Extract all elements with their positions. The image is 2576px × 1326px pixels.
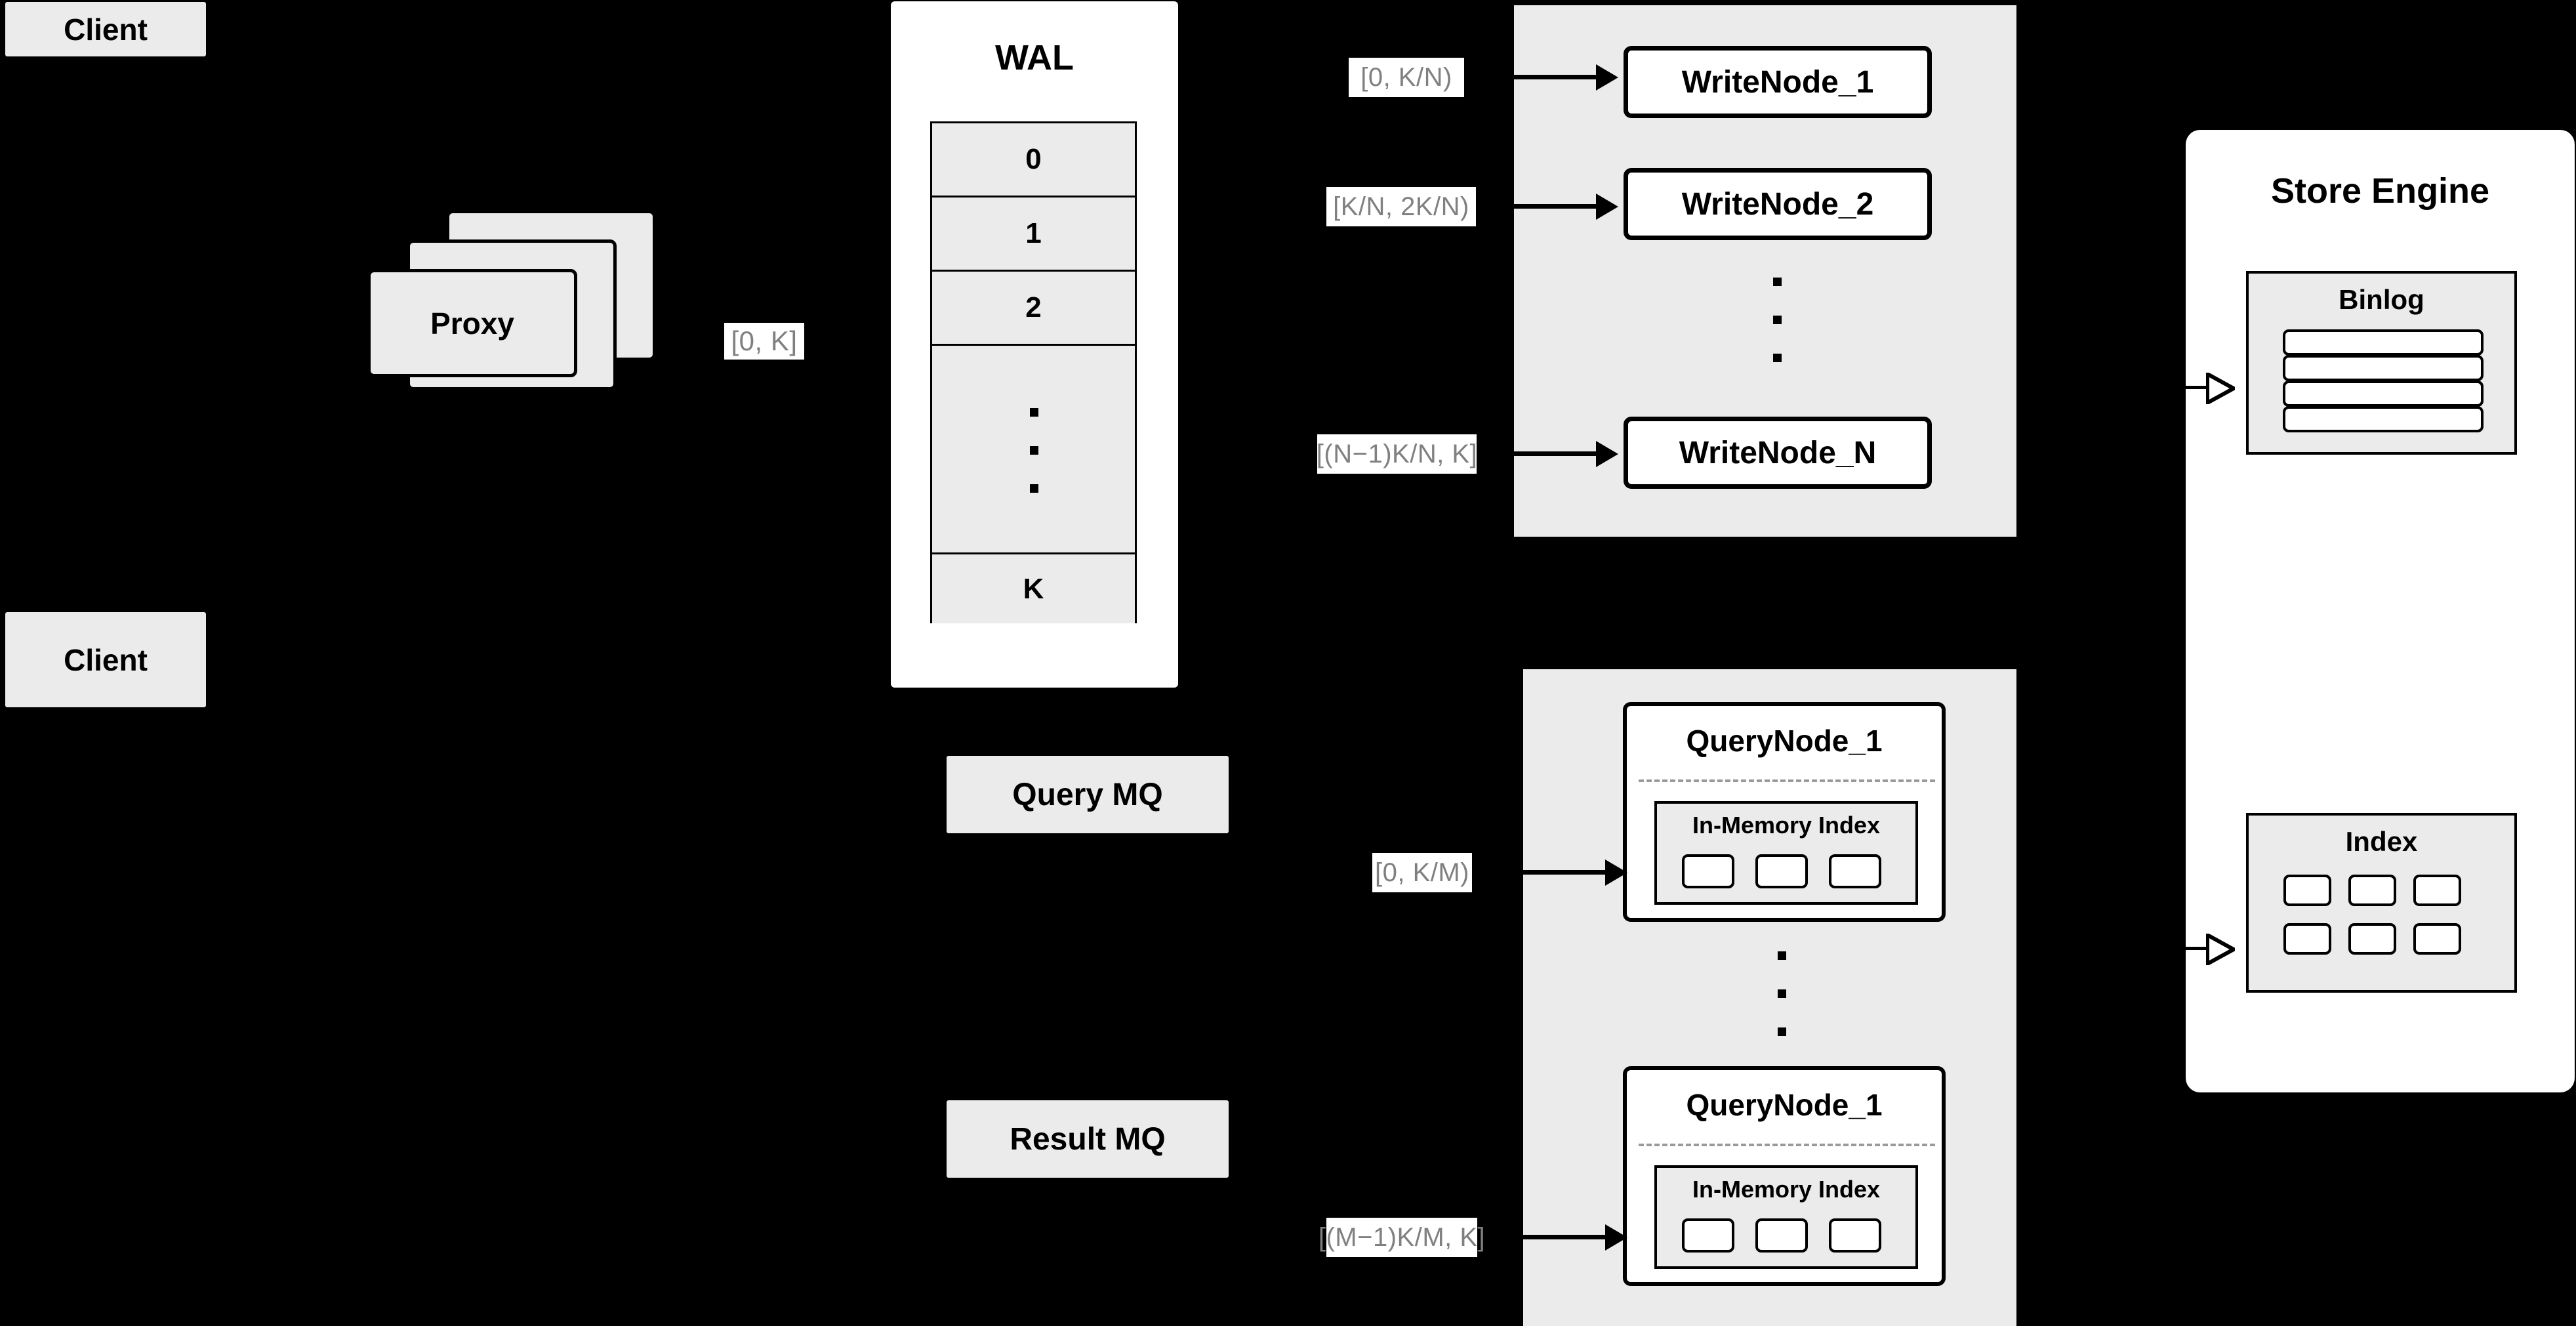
query-node-1-index-title: In-Memory Index bbox=[1692, 812, 1881, 839]
query-mq-label: Query MQ bbox=[1012, 777, 1163, 812]
query-node-2-index-cell-2 bbox=[1755, 1218, 1808, 1253]
binlog-container: Binlog bbox=[2246, 271, 2517, 455]
edge-label-write-1: [0, K/N) bbox=[1349, 58, 1464, 97]
binlog-row-4 bbox=[2283, 406, 2484, 432]
wal-ellipsis-dot-3 bbox=[1029, 484, 1038, 493]
wal-table: 0 1 2 K bbox=[930, 121, 1137, 623]
edge-label-query-2-text: [(M−1)K/M, K] bbox=[1318, 1222, 1486, 1252]
query-node-2-index-cell-1 bbox=[1682, 1218, 1734, 1253]
query-ellipsis-dot-3 bbox=[1778, 1027, 1786, 1036]
proxy-front-card[interactable]: Proxy bbox=[367, 269, 577, 377]
write-ellipsis-dot-2 bbox=[1773, 316, 1782, 324]
wal-ellipsis-dot-2 bbox=[1029, 446, 1038, 455]
proxy-label: Proxy bbox=[430, 306, 514, 341]
binlog-title: Binlog bbox=[2339, 284, 2424, 315]
index-cell-3 bbox=[2413, 875, 2461, 906]
write-group-ellipsis bbox=[1773, 278, 1786, 383]
arrow-head-query-1 bbox=[1605, 860, 1627, 886]
query-node-2-separator bbox=[1639, 1144, 1935, 1146]
write-node-n[interactable]: WriteNode_N bbox=[1624, 417, 1932, 489]
query-node-1-title: QueryNode_1 bbox=[1686, 724, 1883, 758]
edge-label-query-1-text: [0, K/M) bbox=[1374, 858, 1470, 887]
query-node-1[interactable]: QueryNode_1 In-Memory Index bbox=[1623, 702, 1946, 922]
result-mq-box[interactable]: Result MQ bbox=[947, 1100, 1229, 1178]
edge-label-query-1: [0, K/M) bbox=[1372, 853, 1472, 892]
index-cell-6 bbox=[2413, 923, 2461, 955]
arrow-head-query-2 bbox=[1605, 1224, 1627, 1251]
client-box-1[interactable]: Client bbox=[5, 2, 206, 56]
query-node-1-in-memory-index: In-Memory Index bbox=[1654, 801, 1918, 905]
arrow-head-write-1 bbox=[1596, 64, 1618, 91]
query-node-2-in-memory-index: In-Memory Index bbox=[1654, 1165, 1918, 1269]
edge-label-write-2: [K/N, 2K/N) bbox=[1326, 187, 1476, 226]
client-label-1: Client bbox=[64, 12, 148, 47]
query-node-2-index-cell-3 bbox=[1829, 1218, 1881, 1253]
edge-label-write-n: [(N−1)K/N, K] bbox=[1317, 434, 1477, 474]
query-node-2-title: QueryNode_1 bbox=[1686, 1088, 1883, 1122]
arrow-line-index bbox=[2181, 947, 2209, 950]
wal-title: WAL bbox=[995, 38, 1074, 77]
arrow-head-index-icon bbox=[2206, 934, 2235, 965]
query-node-1-index-cell-3 bbox=[1829, 854, 1881, 888]
write-ellipsis-dot-3 bbox=[1773, 354, 1782, 362]
query-node-1-separator bbox=[1639, 779, 1935, 782]
query-node-group-panel: QueryNode_1 In-Memory Index QueryNode_1 … bbox=[1523, 669, 2016, 1326]
index-cell-1 bbox=[2283, 875, 2331, 906]
wal-row-k: K bbox=[932, 554, 1135, 623]
index-title: Index bbox=[2345, 826, 2418, 857]
edge-label-query-2: [(M−1)K/M, K] bbox=[1319, 1218, 1485, 1257]
write-node-2[interactable]: WriteNode_2 bbox=[1624, 168, 1932, 240]
write-node-group-panel: WriteNode_1 WriteNode_2 WriteNode_N bbox=[1514, 5, 2016, 537]
binlog-row-3 bbox=[2283, 381, 2484, 407]
binlog-row-1 bbox=[2283, 329, 2484, 356]
query-mq-box[interactable]: Query MQ bbox=[947, 756, 1229, 833]
store-engine-container: Store Engine Binlog Index bbox=[2186, 130, 2575, 1092]
edge-label-write-1-text: [0, K/N) bbox=[1360, 62, 1452, 92]
client-box-2[interactable]: Client bbox=[5, 612, 206, 707]
wal-row-ellipsis bbox=[932, 346, 1135, 554]
proxy-stack[interactable]: Proxy bbox=[367, 210, 682, 426]
client-label-2: Client bbox=[64, 642, 148, 677]
arrow-line-binlog bbox=[2181, 386, 2209, 389]
wal-container: WAL 0 1 2 K bbox=[891, 1, 1178, 688]
arrow-head-write-2 bbox=[1596, 194, 1618, 220]
query-node-1-index-cell-2 bbox=[1755, 854, 1808, 888]
edge-label-proxy-range-text: [0, K] bbox=[731, 325, 798, 356]
write-node-2-label: WriteNode_2 bbox=[1681, 186, 1874, 222]
query-ellipsis-dot-2 bbox=[1778, 989, 1786, 998]
edge-label-proxy-range: [0, K] bbox=[724, 323, 804, 360]
index-cell-2 bbox=[2348, 875, 2396, 906]
arrow-line-write-n bbox=[1514, 451, 1596, 456]
edge-label-write-n-text: [(N−1)K/N, K] bbox=[1316, 439, 1478, 468]
query-node-2-index-title: In-Memory Index bbox=[1692, 1176, 1881, 1203]
index-container: Index bbox=[2246, 813, 2517, 993]
query-group-ellipsis bbox=[1778, 951, 1791, 1056]
wal-row-1: 1 bbox=[932, 197, 1135, 272]
arrow-line-write-2 bbox=[1514, 204, 1596, 209]
arrow-head-write-n bbox=[1596, 441, 1618, 467]
query-node-2[interactable]: QueryNode_1 In-Memory Index bbox=[1623, 1066, 1946, 1286]
query-node-1-index-cell-1 bbox=[1682, 854, 1734, 888]
edge-label-write-2-text: [K/N, 2K/N) bbox=[1333, 192, 1469, 221]
result-mq-label: Result MQ bbox=[1010, 1121, 1166, 1157]
index-cell-5 bbox=[2348, 923, 2396, 955]
arrow-line-query-1 bbox=[1523, 870, 1605, 875]
write-node-n-label: WriteNode_N bbox=[1679, 435, 1877, 470]
binlog-row-2 bbox=[2283, 355, 2484, 381]
query-ellipsis-dot-1 bbox=[1778, 951, 1786, 960]
wal-ellipsis-dot-1 bbox=[1029, 408, 1038, 417]
write-ellipsis-dot-1 bbox=[1773, 278, 1782, 286]
index-cell-4 bbox=[2283, 923, 2331, 955]
write-node-1[interactable]: WriteNode_1 bbox=[1624, 46, 1932, 118]
wal-row-0: 0 bbox=[932, 123, 1135, 197]
arrow-line-write-1 bbox=[1514, 75, 1596, 79]
arrow-head-binlog-icon bbox=[2206, 373, 2235, 404]
wal-row-2: 2 bbox=[932, 272, 1135, 346]
store-engine-title: Store Engine bbox=[2270, 171, 2490, 211]
write-node-1-label: WriteNode_1 bbox=[1681, 64, 1874, 100]
arrow-line-query-2 bbox=[1523, 1235, 1605, 1239]
